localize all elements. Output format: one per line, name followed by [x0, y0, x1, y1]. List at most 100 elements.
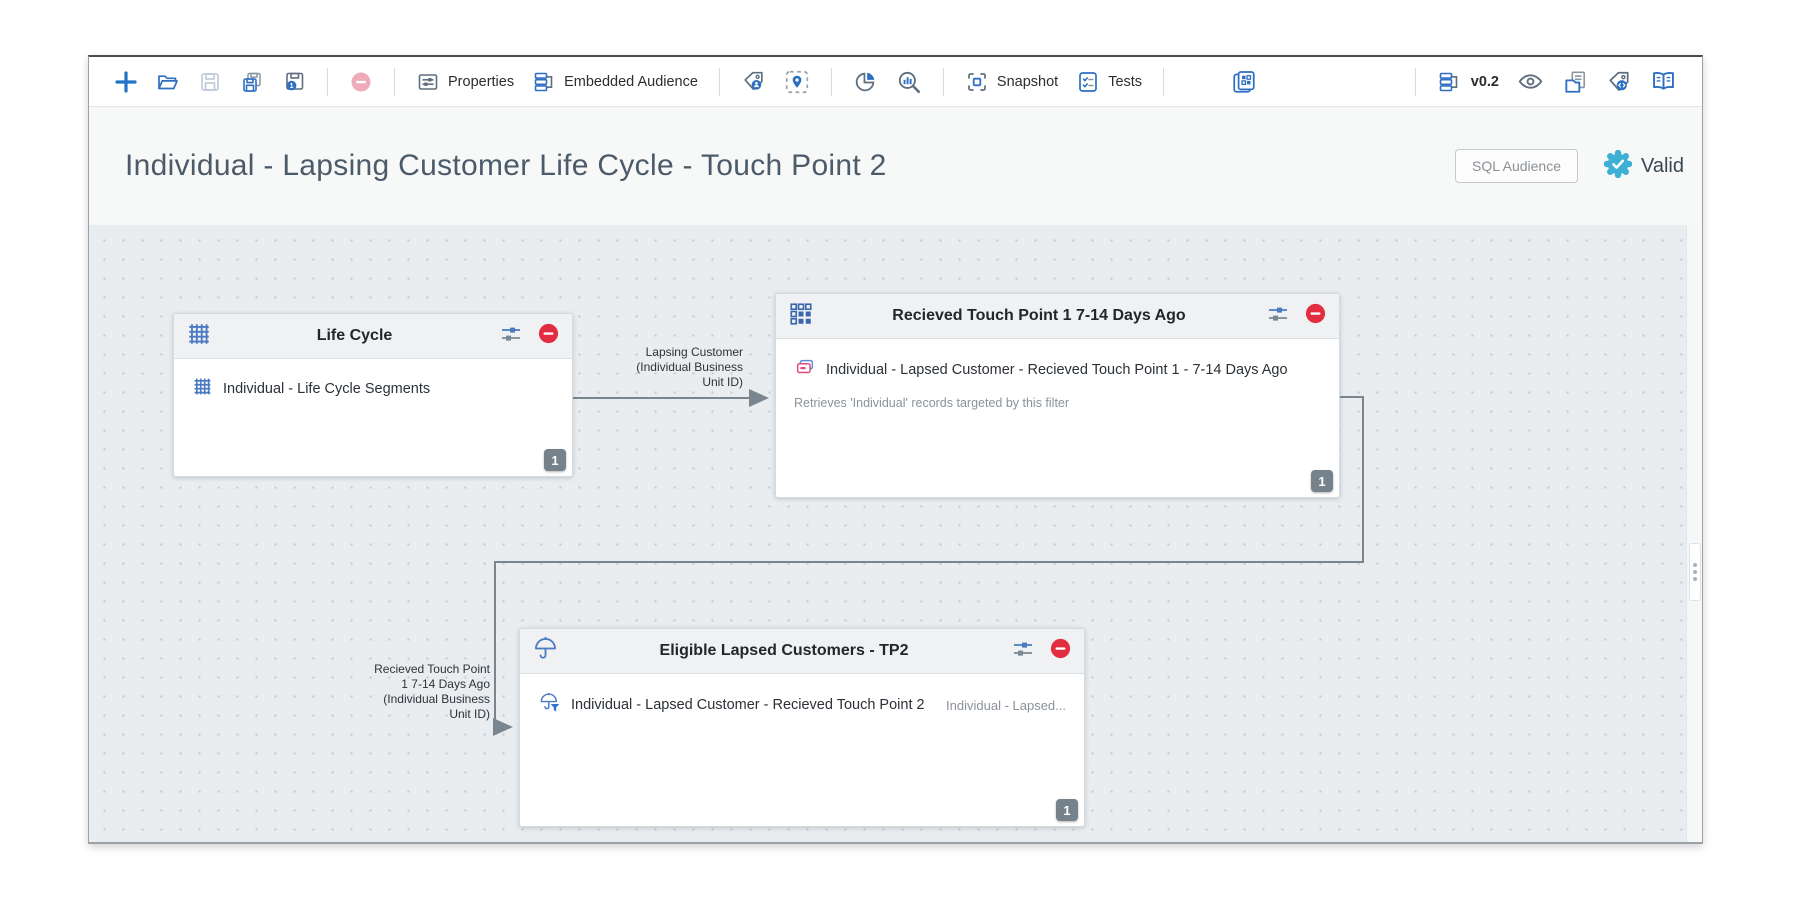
node-remove-icon[interactable] — [537, 322, 560, 350]
umbrella-filter-icon — [538, 691, 561, 719]
save-version-button[interactable]: 1 — [273, 63, 315, 101]
location-select-button[interactable] — [775, 63, 819, 101]
properties-label: Properties — [448, 73, 515, 90]
tag-user-icon — [741, 69, 766, 94]
valid-seal-icon — [1603, 149, 1633, 183]
node-title: Eligible Lapsed Customers - TP2 — [659, 642, 909, 659]
version-label: v0.2 — [1470, 73, 1499, 90]
node-remove-icon[interactable] — [1304, 302, 1327, 330]
copy-pages-button[interactable] — [1553, 63, 1597, 101]
properties-button[interactable]: Properties — [407, 63, 523, 101]
count-badge: 1 — [1056, 799, 1078, 821]
dot-grid-icon — [788, 301, 814, 332]
toolbar-right-group: v0.2 — [1403, 63, 1686, 101]
connector-label: Lapsing Customer (Individual Business Un… — [636, 345, 743, 389]
node-item-label: Individual - Life Cycle Segments — [223, 381, 431, 397]
save-button[interactable] — [189, 63, 231, 101]
umbrella-icon — [532, 635, 559, 667]
grid-icon — [186, 321, 212, 352]
plus-icon — [114, 70, 138, 94]
node-settings-icon[interactable] — [1011, 637, 1035, 666]
tests-button[interactable]: Tests — [1067, 63, 1151, 101]
node-description: Retrieves 'Individual' records targeted … — [794, 396, 1070, 410]
node-title: Recieved Touch Point 1 7-14 Days Ago — [892, 307, 1186, 324]
flow-canvas[interactable]: Lapsing Customer (Individual Business Un… — [89, 225, 1702, 842]
grid-icon — [192, 376, 213, 402]
title-right-controls: SQL Audience Valid — [1455, 149, 1684, 183]
node-item[interactable]: Individual - Life Cycle Segments — [192, 376, 554, 402]
toolbar-divider — [1163, 67, 1165, 96]
save-version-icon: 1 — [282, 70, 306, 94]
node-item[interactable]: Individual - Lapsed Customer - Recieved … — [538, 691, 1066, 719]
pie-chart-icon — [853, 69, 878, 94]
toolbar-divider — [327, 67, 328, 96]
node-card-recieved-touch-point-1[interactable]: Recieved Touch Point 1 7-14 Days Ago Ind… — [775, 293, 1340, 498]
embedded-audience-label: Embedded Audience — [564, 73, 698, 90]
sql-audience-button[interactable]: SQL Audience — [1455, 149, 1578, 183]
status-badge: Valid — [1603, 149, 1684, 183]
toolbar: 1 Properties Embedded Audience — [89, 57, 1702, 107]
node-title: Life Cycle — [316, 327, 393, 344]
new-button[interactable] — [105, 63, 147, 101]
book-icon — [1650, 68, 1677, 95]
toolbar-divider — [1414, 67, 1416, 96]
copy-pages-icon — [1562, 69, 1588, 95]
pie-chart-button[interactable] — [844, 63, 887, 101]
node-item[interactable]: Individual - Lapsed Customer - Recieved … — [794, 356, 1321, 383]
node-item-label: Individual - Lapsed Customer - Recieved … — [826, 361, 1288, 378]
count-badge: 1 — [1311, 470, 1333, 492]
title-bar: Individual - Lapsing Customer Life Cycle… — [89, 107, 1702, 225]
snapshot-button[interactable]: Snapshot — [956, 63, 1067, 101]
remove-node-button[interactable] — [340, 63, 382, 101]
tests-icon — [1076, 70, 1100, 94]
toolbar-divider — [830, 67, 832, 96]
node-settings-icon[interactable] — [499, 322, 523, 351]
save-copy-icon — [240, 70, 264, 94]
node-header[interactable]: Recieved Touch Point 1 7-14 Days Ago — [776, 294, 1339, 339]
save-copy-button[interactable] — [231, 63, 273, 101]
node-remove-icon[interactable] — [1049, 637, 1072, 665]
toolbar-divider — [394, 67, 395, 96]
page-title: Individual - Lapsing Customer Life Cycle… — [125, 149, 887, 182]
properties-icon — [416, 70, 440, 94]
minus-circle-icon — [349, 70, 373, 94]
right-scrollbar[interactable] — [1686, 225, 1702, 842]
embedded-audience-button[interactable]: Embedded Audience — [523, 63, 707, 101]
scrollbar-handle[interactable] — [1689, 543, 1701, 601]
status-label: Valid — [1641, 154, 1684, 177]
node-item-secondary: Individual - Lapsed... — [946, 697, 1066, 713]
tag-code-button[interactable] — [1597, 63, 1641, 101]
save-icon — [198, 70, 222, 94]
open-button[interactable] — [147, 63, 189, 101]
connector-label: Recieved Touch Point 1 7-14 Days Ago (In… — [374, 662, 490, 721]
node-settings-icon[interactable] — [1266, 302, 1290, 331]
node-header[interactable]: Eligible Lapsed Customers - TP2 — [520, 629, 1084, 674]
svg-text:1: 1 — [290, 83, 294, 90]
count-badge: 1 — [544, 449, 566, 471]
location-select-icon — [784, 69, 810, 95]
node-item-label: Individual - Lapsed Customer - Recieved … — [571, 697, 925, 713]
folder-open-icon — [156, 70, 180, 94]
preview-button[interactable] — [1508, 63, 1553, 101]
snapshot-icon — [965, 70, 989, 94]
tag-code-icon — [1606, 69, 1632, 95]
gallery-icon — [1231, 69, 1257, 95]
tag-user-button[interactable] — [732, 63, 775, 101]
tests-label: Tests — [1108, 73, 1143, 90]
toolbar-divider — [718, 67, 720, 96]
chart-search-icon — [896, 69, 922, 95]
node-card-life-cycle[interactable]: Life Cycle Individual - Life Cycle Segme… — [173, 313, 573, 477]
node-card-eligible-lapsed-customers[interactable]: Eligible Lapsed Customers - TP2 Individu… — [519, 628, 1085, 827]
snapshot-label: Snapshot — [996, 73, 1059, 90]
chart-search-button[interactable] — [887, 63, 931, 101]
gallery-button[interactable] — [1222, 63, 1266, 101]
file-button-group: 1 — [105, 63, 315, 101]
embedded-audience-icon — [532, 70, 556, 94]
eye-icon — [1517, 68, 1544, 95]
node-header[interactable]: Life Cycle — [174, 314, 572, 359]
versions-button[interactable]: v0.2 — [1428, 63, 1508, 101]
segment-cards-icon — [794, 356, 816, 383]
documentation-button[interactable] — [1641, 63, 1686, 101]
toolbar-divider — [942, 67, 944, 96]
versions-icon — [1437, 70, 1461, 94]
